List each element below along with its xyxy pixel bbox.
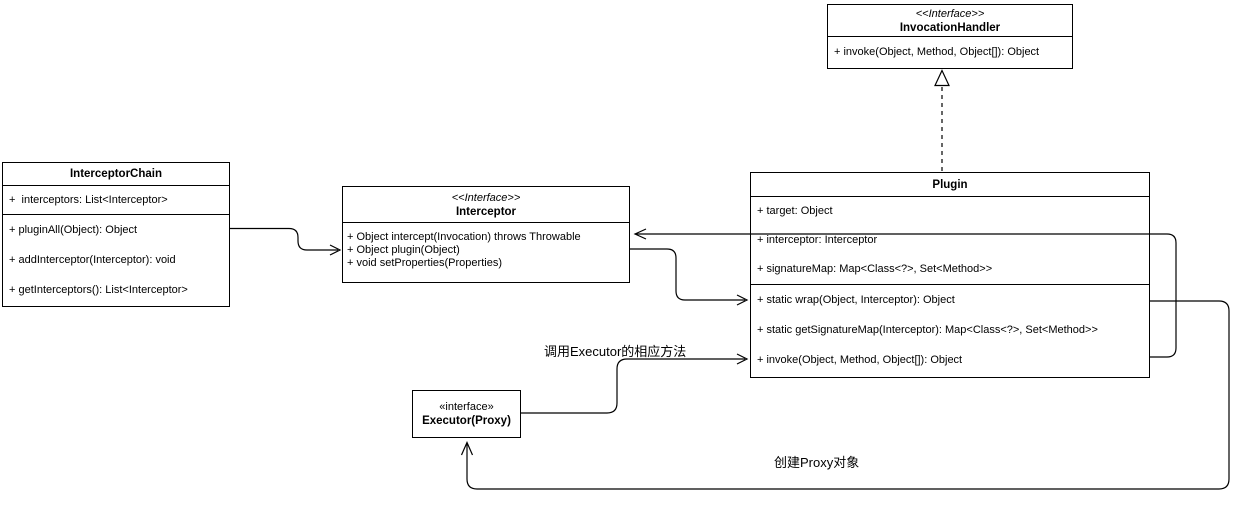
executor-proxy-name: Executor(Proxy) [422,415,511,427]
interceptor-methods: + Object intercept(Invocation) throws Th… [343,223,629,281]
method-row: + getInterceptors(): List<Interceptor> [9,283,188,296]
edge-label-create-proxy[interactable]: 创建Proxy对象 [774,455,860,470]
method-row: + Object intercept(Invocation) throws Th… [347,231,581,243]
interceptor-chain-methods: + pluginAll(Object): Object + addInterce… [3,215,229,305]
invocation-handler-stereotype: <<Interface>> [915,7,985,20]
edge-plugin-to-interceptor[interactable] [633,228,1177,358]
interceptor-chain-name: InterceptorChain [69,168,162,180]
interceptor-stereotype: <<Interface>> [451,191,521,204]
uml-class-executor-proxy[interactable]: «interface» Executor(Proxy) [412,390,521,438]
attribute-row: + signatureMap: Map<Class<?>, Set<Method… [757,263,993,275]
edge-interceptorchain-to-interceptor[interactable] [230,227,342,256]
interceptor-name: Interceptor [455,205,517,218]
interceptor-chain-header: InterceptorChain [3,163,229,186]
method-row: + void setProperties(Properties) [347,257,502,269]
attribute-row: + target: Object [757,205,833,217]
attribute-row: + interceptors: List<Interceptor> [9,193,168,206]
invocation-handler-methods: + invoke(Object, Method, Object[]): Obje… [828,37,1072,68]
method-row: + addInterceptor(Interceptor): void [9,253,176,266]
edge-executor-to-plugin-invoke[interactable] [521,353,749,414]
interceptor-chain-attributes: + interceptors: List<Interceptor> [3,186,229,215]
edge-interceptor-to-plugin-wrap[interactable] [630,248,749,306]
edge-label-call-executor[interactable]: 调用Executor的相应方法 [544,344,687,359]
edge-plugin-wrap-to-executor[interactable] [460,300,1230,490]
plugin-name: Plugin [932,178,968,191]
uml-class-invocation-handler[interactable]: <<Interface>> InvocationHandler + invoke… [827,4,1073,69]
uml-class-plugin[interactable]: Plugin + target: Object + interceptor: I… [750,172,1150,378]
plugin-attributes: + target: Object + interceptor: Intercep… [751,197,1149,285]
uml-class-interceptor[interactable]: <<Interface>> Interceptor + Object inter… [342,186,630,283]
interceptor-header: <<Interface>> Interceptor [343,187,629,223]
invocation-handler-header: <<Interface>> InvocationHandler [828,5,1072,37]
method-row: + static getSignatureMap(Interceptor): M… [757,323,1098,336]
attribute-row: + interceptor: Interceptor [757,234,878,246]
method-row: + invoke(Object, Method, Object[]): Obje… [834,46,1040,58]
invocation-handler-name: InvocationHandler [899,21,1001,34]
uml-class-interceptor-chain[interactable]: InterceptorChain + interceptors: List<In… [2,162,230,307]
method-row: + invoke(Object, Method, Object[]): Obje… [757,354,963,367]
method-row: + Object plugin(Object) [347,244,460,256]
executor-proxy-header: «interface» Executor(Proxy) [413,391,520,437]
method-row: + static wrap(Object, Interceptor): Obje… [757,293,955,306]
executor-proxy-stereotype: «interface» [439,401,494,413]
method-row: + pluginAll(Object): Object [9,223,138,236]
plugin-header: Plugin [751,173,1149,197]
plugin-methods: + static wrap(Object, Interceptor): Obje… [751,285,1149,376]
edge-plugin-implements-invocationhandler[interactable] [934,69,950,172]
